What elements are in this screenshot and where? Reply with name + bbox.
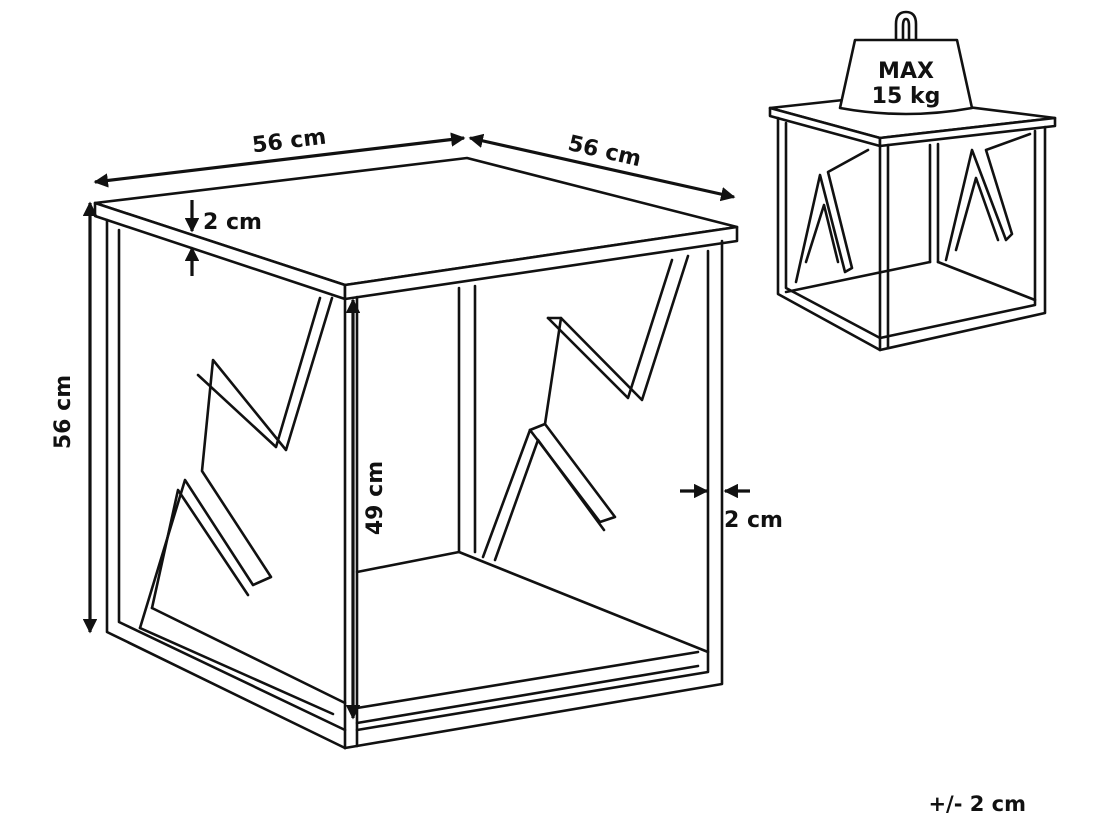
- left-side-frame: [105, 218, 347, 750]
- inner-height-label: 49 cm: [363, 461, 388, 535]
- max-weight-value: 15 kg: [872, 84, 941, 109]
- height-total-label: 56 cm: [51, 375, 76, 449]
- back-leg: [457, 284, 477, 554]
- tolerance-note: +/- 2 cm: [928, 792, 1026, 816]
- frame-thickness-label: 2 cm: [724, 508, 783, 533]
- front-leg: [343, 295, 359, 750]
- max-label: MAX: [878, 59, 934, 84]
- width-right-arrow: [468, 133, 736, 202]
- top-thickness-label: 2 cm: [203, 210, 262, 235]
- width-left-label: 56 cm: [251, 125, 328, 159]
- load-capacity-diagram: MAX 15 kg: [768, 10, 1057, 352]
- width-left-arrow: [93, 132, 466, 188]
- width-right-label: 56 cm: [565, 131, 643, 172]
- side-table-drawing: [93, 156, 739, 750]
- right-side-frame: [343, 239, 724, 750]
- weight-icon: [838, 10, 974, 116]
- dimension-lines: [82, 132, 750, 720]
